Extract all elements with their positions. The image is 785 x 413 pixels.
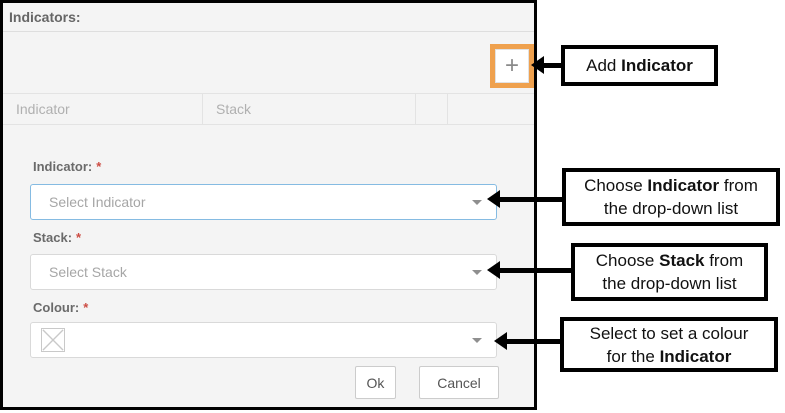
title-divider: [3, 31, 534, 32]
indicator-select[interactable]: Select Indicator: [30, 184, 497, 220]
callout-select-colour: Select to set a colour for the Indicator: [560, 317, 778, 372]
colour-field-label: Colour:*: [33, 300, 89, 315]
empty-colour-swatch-icon: [41, 328, 65, 352]
callout-text: Add Indicator: [586, 56, 693, 75]
required-asterisk: *: [76, 230, 82, 245]
indicators-table-header: Indicator Stack: [3, 93, 534, 125]
stack-select-placeholder: Select Stack: [49, 264, 127, 280]
plus-icon: +: [504, 52, 519, 79]
arrow-to-colour-select: [494, 332, 560, 350]
column-header-empty-2: [448, 94, 534, 124]
arrow-to-add-button: [531, 56, 561, 74]
callout-text: the drop-down list: [602, 274, 737, 293]
add-indicator-highlight: +: [490, 44, 534, 88]
indicator-select-placeholder: Select Indicator: [49, 194, 146, 210]
callout-choose-stack: Choose Stack from the drop-down list: [571, 243, 768, 301]
caret-down-icon: [472, 270, 482, 275]
callout-text: Choose Indicator from: [584, 176, 758, 195]
ok-button[interactable]: Ok: [355, 366, 396, 399]
panel-title: Indicators:: [9, 9, 81, 25]
arrow-to-stack-select: [487, 261, 571, 279]
callout-text: Select to set a colour: [589, 323, 749, 343]
indicators-panel: Indicators: + Indicator Stack Indicator:…: [0, 0, 537, 410]
colour-select[interactable]: [30, 322, 497, 358]
caret-down-icon: [472, 338, 482, 343]
add-indicator-button[interactable]: +: [495, 49, 529, 83]
stack-field-label: Stack:*: [33, 230, 82, 245]
indicator-field-label: Indicator:*: [33, 159, 102, 174]
column-header-indicator: Indicator: [3, 94, 203, 124]
arrow-to-indicator-select: [487, 190, 562, 208]
column-header-stack: Stack: [203, 94, 416, 124]
callout-text: Choose Stack from: [595, 251, 744, 270]
callout-text: for the Indicator: [606, 346, 732, 366]
callout-text: the drop-down list: [603, 199, 739, 218]
cancel-button[interactable]: Cancel: [419, 366, 499, 399]
required-asterisk: *: [96, 159, 102, 174]
stack-select[interactable]: Select Stack: [30, 254, 497, 290]
caret-down-icon: [472, 200, 482, 205]
required-asterisk: *: [83, 300, 89, 315]
column-header-empty-1: [416, 94, 448, 124]
callout-add-indicator: Add Indicator: [561, 45, 718, 86]
callout-choose-indicator: Choose Indicator from the drop-down list: [562, 168, 780, 226]
